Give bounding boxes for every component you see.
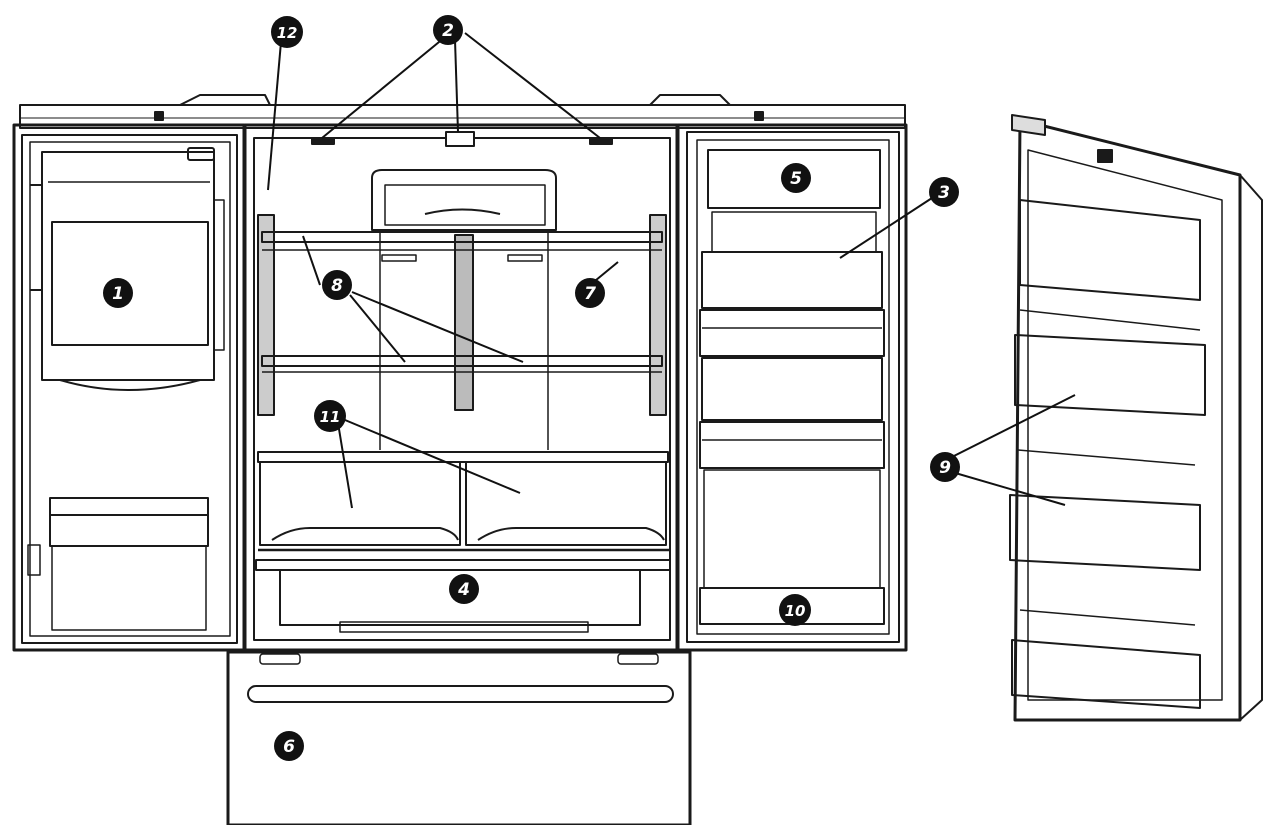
svg-text:7: 7: [584, 284, 596, 304]
shelf-middle: [261, 355, 663, 373]
crisper-drawers: [257, 451, 670, 552]
callout-2: 2: [433, 15, 463, 45]
right-door: [676, 123, 908, 652]
left-door-bin: [49, 497, 209, 631]
svg-text:12: 12: [277, 24, 298, 42]
ice-compartment: [30, 147, 225, 391]
callout-8: 8: [322, 270, 352, 300]
svg-text:11: 11: [320, 408, 341, 426]
svg-text:5: 5: [790, 169, 802, 189]
fresh-food-compartment: [243, 123, 679, 652]
callout-labels: 1 2 3 4 5 6 7 8: [103, 15, 960, 761]
freezer-drawer: [226, 650, 692, 825]
leader-lines: [267, 32, 1076, 509]
callout-4: 4: [449, 574, 479, 604]
svg-text:2: 2: [442, 21, 454, 41]
svg-text:6: 6: [283, 737, 295, 757]
svg-text:9: 9: [939, 458, 951, 478]
right-door-bins: [699, 251, 885, 625]
cabinet-top: [19, 94, 906, 129]
svg-text:8: 8: [331, 276, 343, 296]
svg-text:10: 10: [785, 602, 806, 620]
door-perspective-view: [1009, 114, 1263, 722]
callout-11: 11: [314, 400, 346, 432]
air-tower: [371, 169, 557, 450]
callout-5: 5: [781, 163, 811, 193]
callout-12: 12: [271, 16, 303, 48]
callout-7: 7: [575, 278, 605, 308]
svg-text:3: 3: [938, 183, 950, 203]
pantry-drawer: [255, 559, 671, 633]
left-door: [12, 123, 246, 652]
shelf-upper: [261, 231, 663, 262]
svg-text:1: 1: [112, 284, 124, 304]
callout-6: 6: [274, 731, 304, 761]
callout-3: 3: [929, 177, 959, 207]
callout-1: 1: [103, 278, 133, 308]
callout-9: 9: [930, 452, 960, 482]
svg-text:4: 4: [457, 580, 470, 600]
callout-10: 10: [779, 594, 811, 626]
